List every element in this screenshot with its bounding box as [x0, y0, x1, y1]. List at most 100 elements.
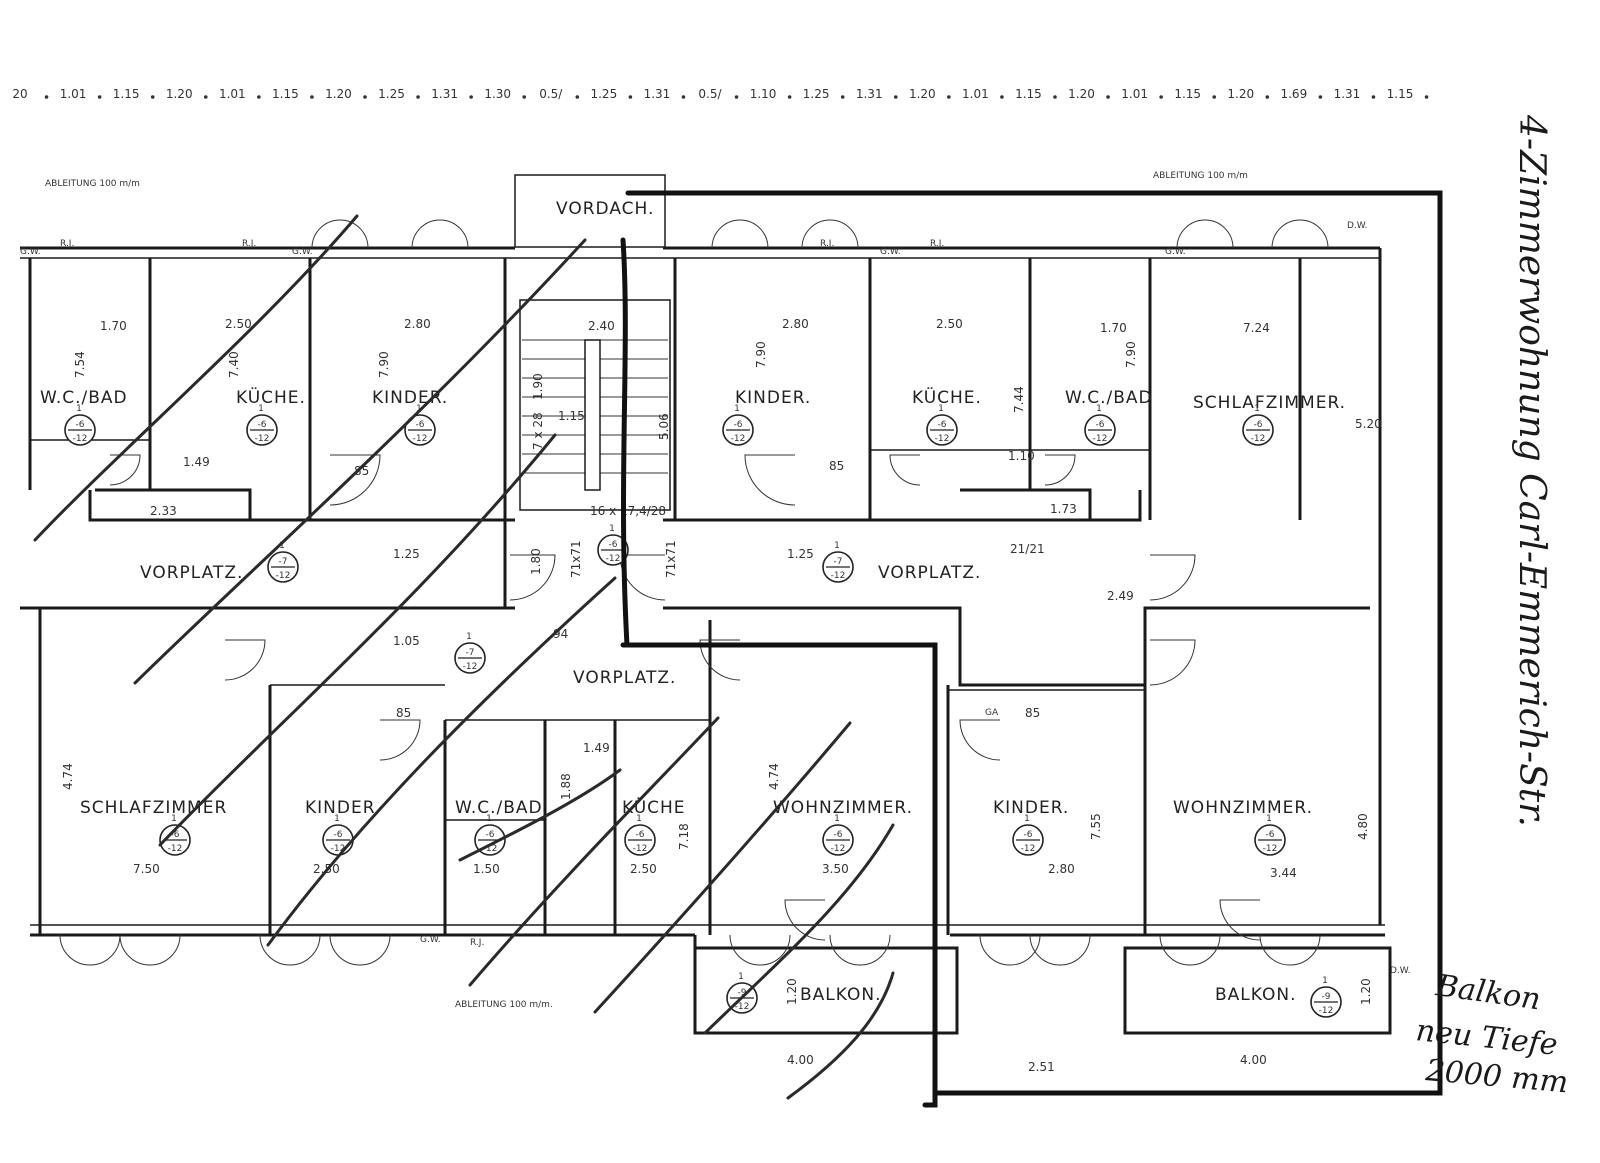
- room-kinder-bottom-right: KINDER.: [993, 798, 1069, 818]
- svg-text:1: 1: [1254, 404, 1260, 414]
- door-swing: [1044, 454, 1076, 486]
- svg-text:7.40: 7.40: [227, 351, 241, 378]
- top-dim-value: 1.01: [60, 87, 87, 101]
- door-swing: [959, 719, 1001, 761]
- svg-text:-12: -12: [1021, 844, 1036, 854]
- svg-text:1: 1: [738, 972, 744, 982]
- room-marker: -6-121: [1254, 814, 1286, 856]
- svg-text:4.74: 4.74: [61, 763, 75, 790]
- top-dim-value: 0.5/: [539, 87, 563, 101]
- svg-text:-12: -12: [73, 434, 88, 444]
- svg-text:-6: -6: [76, 420, 85, 430]
- abbreviation: G.W.: [20, 247, 41, 257]
- svg-text:1.20: 1.20: [785, 978, 799, 1005]
- svg-text:1.25: 1.25: [787, 547, 814, 561]
- svg-text:-6: -6: [834, 830, 843, 840]
- svg-text:Balkon: Balkon: [1433, 968, 1543, 1017]
- svg-text:1.50: 1.50: [473, 862, 500, 876]
- abbreviation: G.W.: [880, 247, 901, 257]
- svg-text:2.80: 2.80: [404, 317, 431, 331]
- top-dim-value: 1.25: [803, 87, 830, 101]
- top-dim-value: 1.31: [856, 87, 883, 101]
- dim-tick-dot: [1159, 95, 1163, 99]
- abbreviation: R.J.: [820, 239, 834, 249]
- room-vorplatz-right: VORPLATZ.: [878, 563, 981, 583]
- svg-text:1: 1: [171, 814, 177, 824]
- abbreviation: G.W.: [292, 247, 313, 257]
- top-dim-value: 1.69: [1280, 87, 1307, 101]
- room-kinder-bottom-left: KINDER.: [305, 798, 381, 818]
- svg-text:-12: -12: [331, 844, 346, 854]
- svg-text:4.00: 4.00: [1240, 1053, 1267, 1067]
- door-swing: [784, 899, 826, 941]
- svg-text:4.74: 4.74: [767, 763, 781, 790]
- ableitung-label-right: ABLEITUNG 100 m/m: [1153, 171, 1248, 181]
- door-swing: [379, 719, 421, 761]
- svg-text:-6: -6: [486, 830, 495, 840]
- room-marker: -6-121: [159, 814, 191, 856]
- svg-text:-12: -12: [276, 571, 291, 581]
- svg-text:-6: -6: [1096, 420, 1105, 430]
- svg-text:2.80: 2.80: [782, 317, 809, 331]
- svg-text:3.50: 3.50: [822, 862, 849, 876]
- svg-text:2.80: 2.80: [1048, 862, 1075, 876]
- door-swing: [1149, 554, 1196, 601]
- svg-text:5.06: 5.06: [657, 413, 671, 440]
- svg-text:-6: -6: [609, 540, 618, 550]
- door-swing: [224, 639, 266, 681]
- svg-text:-12: -12: [735, 1002, 750, 1012]
- svg-text:-6: -6: [1266, 830, 1275, 840]
- abbreviation: R.J.: [60, 239, 74, 249]
- top-dim-value: 0.5/: [698, 87, 722, 101]
- top-dim-value: 1.20: [166, 87, 193, 101]
- svg-text:-6: -6: [938, 420, 947, 430]
- svg-text:1: 1: [258, 404, 264, 414]
- svg-text:1: 1: [834, 541, 840, 551]
- svg-text:-9: -9: [1322, 992, 1331, 1002]
- room-marker: -6-121: [1084, 404, 1116, 446]
- dim-tick-dot: [575, 95, 580, 99]
- svg-text:4.00: 4.00: [787, 1053, 814, 1067]
- window-arc: [829, 934, 891, 966]
- svg-text:-12: -12: [1093, 434, 1108, 444]
- svg-text:-12: -12: [483, 844, 498, 854]
- svg-text:85: 85: [1025, 706, 1040, 720]
- top-dim-value: 1.25: [590, 87, 617, 101]
- top-dim-value: 1.31: [431, 87, 458, 101]
- svg-text:2.49: 2.49: [1107, 589, 1134, 603]
- vordach-label: VORDACH.: [556, 199, 654, 219]
- window-arc: [711, 219, 769, 249]
- svg-text:1: 1: [416, 404, 422, 414]
- window-arc: [1271, 219, 1329, 249]
- svg-text:7.90: 7.90: [754, 341, 768, 368]
- svg-text:-9: -9: [738, 988, 747, 998]
- top-dim-value: 1.20: [325, 87, 352, 101]
- top-dim-value: 1.15: [1174, 87, 1201, 101]
- dim-tick-dot: [44, 95, 49, 99]
- svg-text:-12: -12: [255, 434, 270, 444]
- window-arc: [411, 219, 469, 249]
- svg-text:85: 85: [354, 464, 369, 478]
- svg-text:-6: -6: [1024, 830, 1033, 840]
- abbreviation: R.J.: [470, 938, 484, 948]
- top-dim-value: 1.31: [644, 87, 671, 101]
- svg-text:-12: -12: [606, 554, 621, 564]
- room-kinder-center: KINDER.: [735, 388, 811, 408]
- svg-text:1.88: 1.88: [559, 773, 573, 800]
- room-wohnzimmer-left: WOHNZIMMER.: [773, 798, 913, 818]
- door-swing: [744, 454, 796, 506]
- svg-text:5.20: 5.20: [1355, 417, 1382, 431]
- dim-tick-dot: [1053, 95, 1057, 99]
- balcony-right: BALKON.: [1123, 946, 1392, 1035]
- room-marker-circles: -6-121-6-121-6-121-6-121-6-121-6-121-6-1…: [64, 404, 1342, 1018]
- svg-text:1.05: 1.05: [393, 634, 420, 648]
- room-marker: -6-121: [322, 814, 354, 856]
- top-dim-value: 1.25: [378, 87, 405, 101]
- staircase: [519, 299, 671, 511]
- svg-text:1.10: 1.10: [1008, 449, 1035, 463]
- svg-text:2.50: 2.50: [630, 862, 657, 876]
- room-marker: -7-121: [454, 632, 486, 674]
- svg-text:2.33: 2.33: [150, 504, 177, 518]
- svg-text:2.50: 2.50: [225, 317, 252, 331]
